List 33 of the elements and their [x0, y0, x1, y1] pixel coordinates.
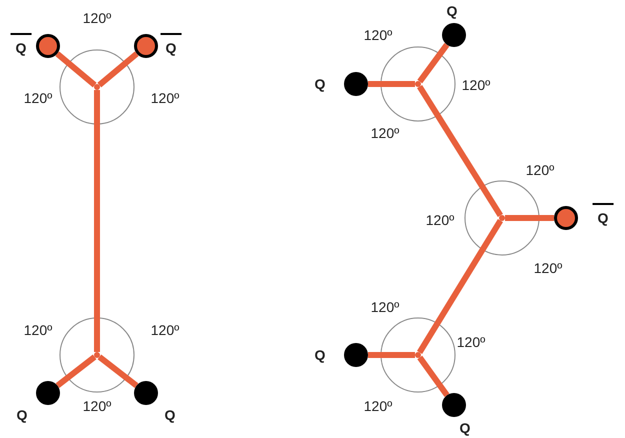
string-line [417, 84, 503, 218]
junction-point [415, 352, 421, 358]
string-line [417, 219, 503, 354]
quark-label: Q [164, 408, 176, 422]
angle-label: 120º [150, 323, 180, 337]
angle-label: 120º [82, 399, 112, 413]
quark-label: Q [314, 77, 326, 91]
quark-label: Q [446, 4, 458, 18]
antiquark-label: Q [10, 33, 32, 55]
angle-label: 120º [82, 11, 112, 25]
angle-label: 120º [370, 126, 400, 140]
string-line [55, 51, 97, 88]
junction-point [415, 81, 421, 87]
antiquark-label: Q [160, 33, 182, 55]
angle-label: 120º [426, 213, 454, 227]
angle-label: 120º [462, 78, 490, 92]
angle-label: 120º [24, 91, 52, 105]
angle-label: 120º [24, 323, 52, 337]
quark-label: Q [16, 408, 28, 422]
string-line [94, 90, 100, 352]
angle-label: 120º [150, 91, 180, 105]
junction-point [94, 352, 100, 358]
angle-label: 120º [456, 335, 486, 349]
angle-label: 120º [364, 399, 392, 413]
angle-label: 120º [526, 163, 554, 177]
angle-label: 120º [370, 300, 400, 314]
string-line [97, 51, 139, 88]
junction-point [499, 215, 505, 221]
antiquark-label: Q [592, 203, 614, 225]
angle-label: 120º [534, 261, 562, 275]
quark-label: Q [314, 348, 326, 362]
angle-label: 120º [364, 28, 392, 42]
quark-label: Q [460, 421, 470, 435]
